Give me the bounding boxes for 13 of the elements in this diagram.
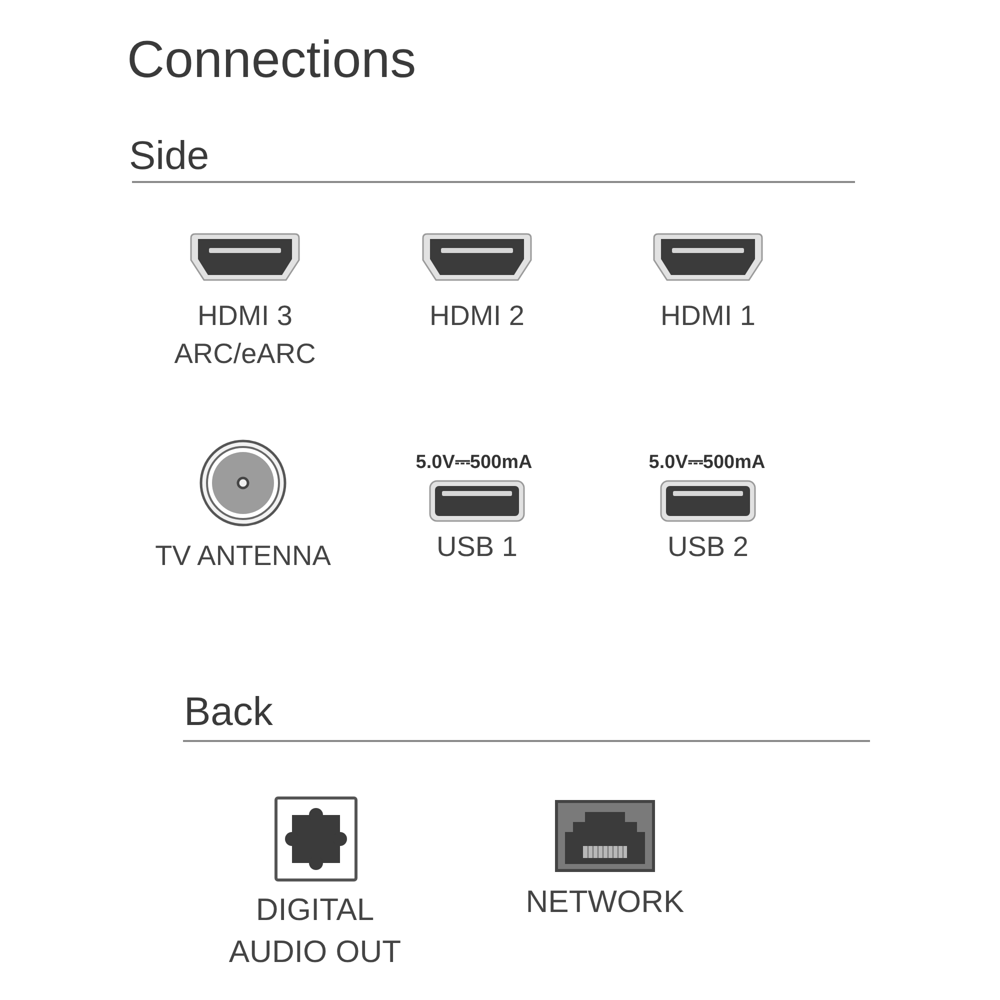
power-rating: 5.0V⎓500mA [416, 452, 532, 475]
section-heading: Back [184, 692, 273, 732]
page-title: Connections [127, 34, 416, 86]
port-label: USB 1 [436, 530, 518, 564]
port-label: HDMI 2 [430, 299, 524, 333]
port-label: HDMI 3 ARC/eARC [173, 299, 317, 371]
port-label: NETWORK [526, 883, 684, 921]
port-label: DIGITAL AUDIO OUT [228, 891, 402, 971]
power-rating: 5.0V⎓500mA [648, 452, 766, 475]
section-heading: Side [129, 136, 210, 176]
port-label: USB 2 [668, 530, 748, 564]
port-label: TV ANTENNA [155, 539, 331, 573]
port-label: HDMI 1 [660, 299, 756, 333]
